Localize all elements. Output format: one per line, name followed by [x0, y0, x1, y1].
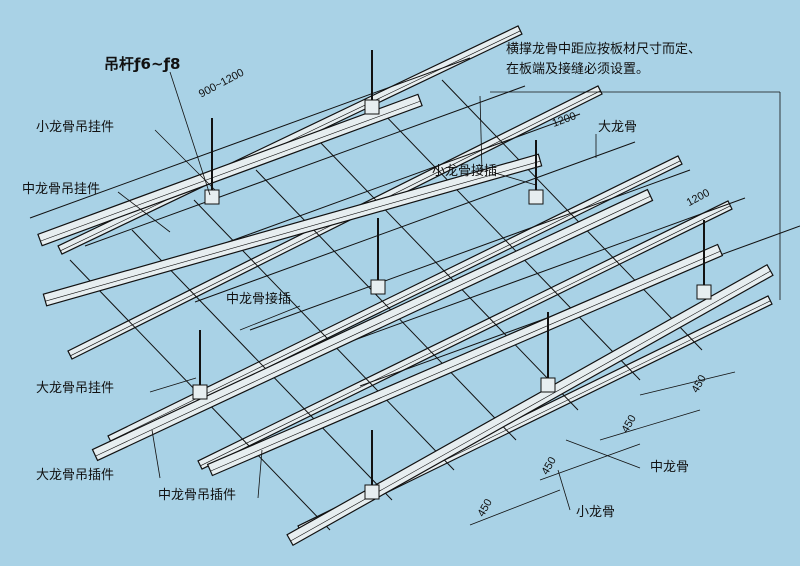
grid-line-a-3: [194, 141, 636, 303]
main-keel-3: [91, 188, 654, 462]
hanger-clip-8: [364, 484, 380, 500]
main-keel-2-edge: [45, 160, 541, 302]
label-main-keel: 大龙骨: [598, 120, 638, 135]
main-keel-4: [206, 243, 724, 477]
leader-line-18: [469, 489, 561, 526]
main-keel-2: [42, 153, 543, 307]
label-main-keel-hanger: 大龙骨吊挂件: [36, 381, 115, 396]
grid-line-a-0: [29, 57, 471, 219]
note-spacing: 横撑龙骨中距应按板材尺寸而定、 在板端及接缝必须设置。: [506, 40, 796, 80]
label-main-keel-insert: 大龙骨吊插件: [36, 468, 115, 483]
label-small-keel-connector: 小龙骨接插: [432, 164, 498, 179]
grid-line-a-4: [249, 169, 691, 331]
grid-line-a-5: [304, 197, 746, 359]
note-line-2: 在板端及接缝必须设置。: [506, 62, 650, 77]
leader-line-3: [117, 191, 171, 233]
hanger-clip-6: [192, 384, 208, 400]
label-mid-keel-insert: 中龙骨吊插件: [158, 488, 237, 503]
label-small-keel-hanger: 小龙骨吊挂件: [36, 120, 115, 135]
label-small-keel: 小龙骨: [576, 505, 616, 520]
note-line-1: 横撑龙骨中距应按板材尺寸而定、: [506, 42, 702, 57]
leader-line-8: [149, 377, 197, 393]
leader-line-4: [479, 95, 483, 173]
grid-line-a-1: [84, 85, 526, 247]
hanger-clip-3: [370, 279, 386, 295]
leader-line-16: [599, 409, 701, 441]
grid-line-b-5: [379, 109, 641, 381]
cross-keel-4: [197, 200, 733, 470]
hanger-clip-1: [364, 99, 380, 115]
cross-keel-3: [107, 155, 683, 445]
label-mid-keel: 中龙骨: [650, 460, 690, 475]
leader-line-12: [557, 469, 571, 511]
cross-keel-4-edge: [200, 205, 731, 467]
hanger-clip-7: [540, 377, 556, 393]
leader-line-2: [154, 129, 216, 191]
grid-line-b-4: [317, 139, 579, 411]
leader-line-7: [239, 305, 301, 331]
grid-line-b-3: [255, 169, 517, 441]
grid-line-b-6: [441, 79, 703, 351]
main-keel-1-edge: [40, 100, 421, 242]
hanger-clip-2: [204, 189, 220, 205]
main-keel-5: [286, 263, 774, 547]
leader-line-5: [494, 172, 537, 186]
leader-line-10: [257, 449, 263, 499]
hanger-clip-5: [696, 284, 712, 300]
leader-line-9: [151, 429, 161, 479]
leader-line-17: [539, 443, 641, 481]
leader-line-11: [565, 439, 641, 469]
main-keel-4-edge: [210, 250, 721, 472]
leader-line-1: [169, 71, 211, 196]
leader-line-15: [639, 371, 736, 396]
label-mid-keel-hanger: 中龙骨吊挂件: [22, 182, 101, 197]
main-keel-3-edge: [95, 195, 651, 457]
main-keel-1: [37, 93, 423, 247]
label-hanger-rod: 吊杆ƒ6~ƒ8: [104, 55, 181, 73]
label-mid-keel-connector: 中龙骨接插: [226, 292, 292, 307]
grid-line-b-1: [131, 229, 393, 501]
hanger-clip-4: [528, 189, 544, 205]
